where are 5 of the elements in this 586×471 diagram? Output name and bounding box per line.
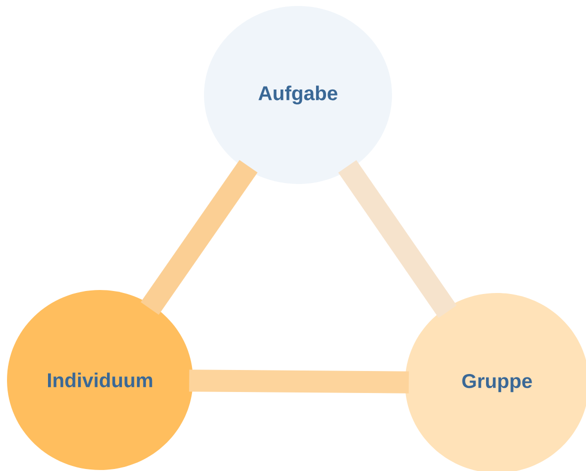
connector-band	[338, 160, 457, 318]
circle-node: Aufgabe	[204, 6, 392, 184]
connector-band	[140, 160, 258, 315]
connector-band	[189, 370, 409, 394]
circle-node: Individuum	[7, 290, 193, 470]
